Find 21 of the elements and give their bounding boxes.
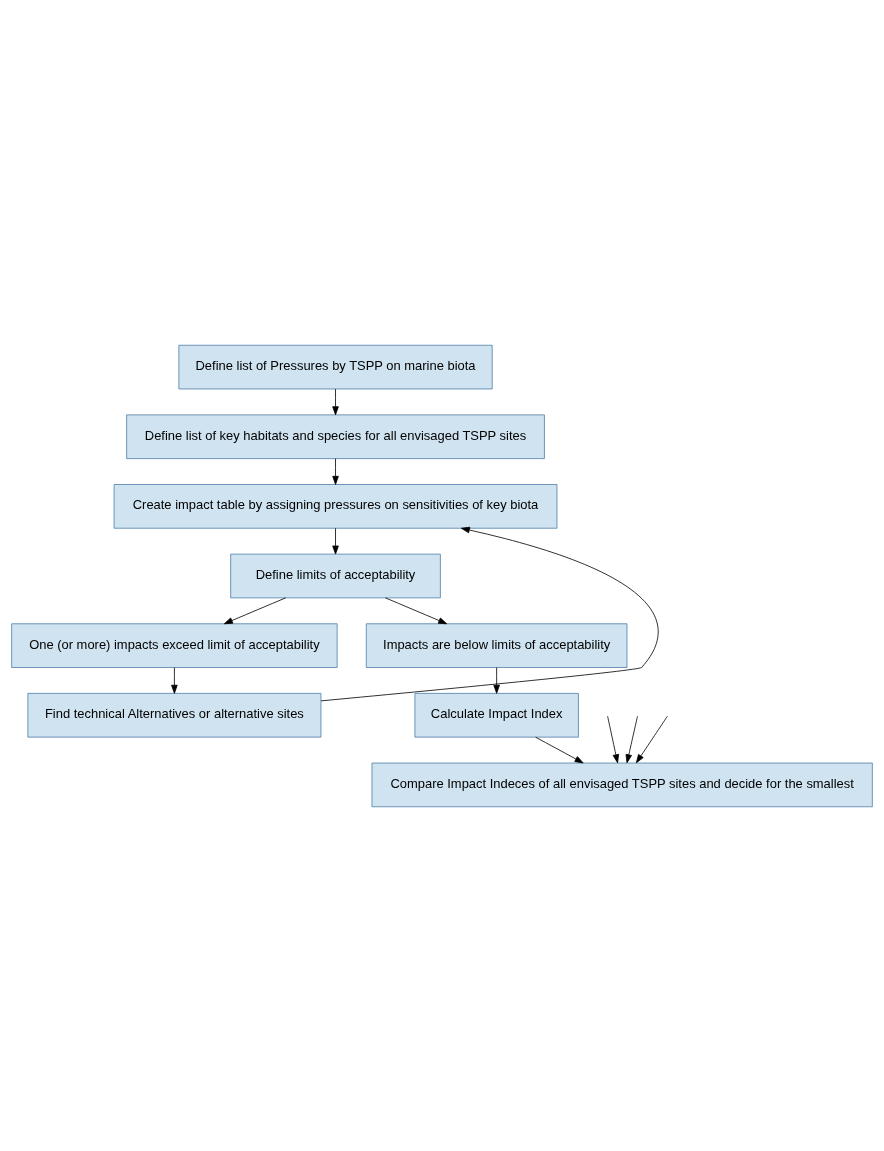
node-box: Find technical Alternatives or alternative sites xyxy=(27,692,322,738)
arrow xyxy=(320,526,659,701)
arrow xyxy=(535,736,584,763)
arrow xyxy=(223,596,287,624)
arrow xyxy=(332,457,339,485)
arrow xyxy=(493,666,500,694)
node-box: Calculate Impact Index xyxy=(414,692,579,738)
node-box: Compare Impact Indeces of all envisaged TSPP sites and decide for the smallest xyxy=(371,762,873,807)
arrow xyxy=(385,596,448,624)
arrow xyxy=(332,388,339,415)
arrow xyxy=(635,715,668,763)
node-box: One (or more) impacts exceed limit of acceptability xyxy=(11,622,338,668)
arrow xyxy=(607,715,620,763)
node-box: Define list of Pressures by TSPP on marine biota xyxy=(178,344,493,389)
arrow xyxy=(332,527,339,554)
node-box: Define list of key habitats and species for all envisaged TSPP sites xyxy=(126,413,545,459)
arrow xyxy=(171,666,178,694)
node-box: Create impact table by assigning pressures on sensitivities of key biota xyxy=(113,483,558,529)
arrow xyxy=(625,715,638,763)
node-box: Impacts are below limits of acceptability xyxy=(365,622,628,668)
node-box: Define limits of acceptability xyxy=(230,553,441,598)
